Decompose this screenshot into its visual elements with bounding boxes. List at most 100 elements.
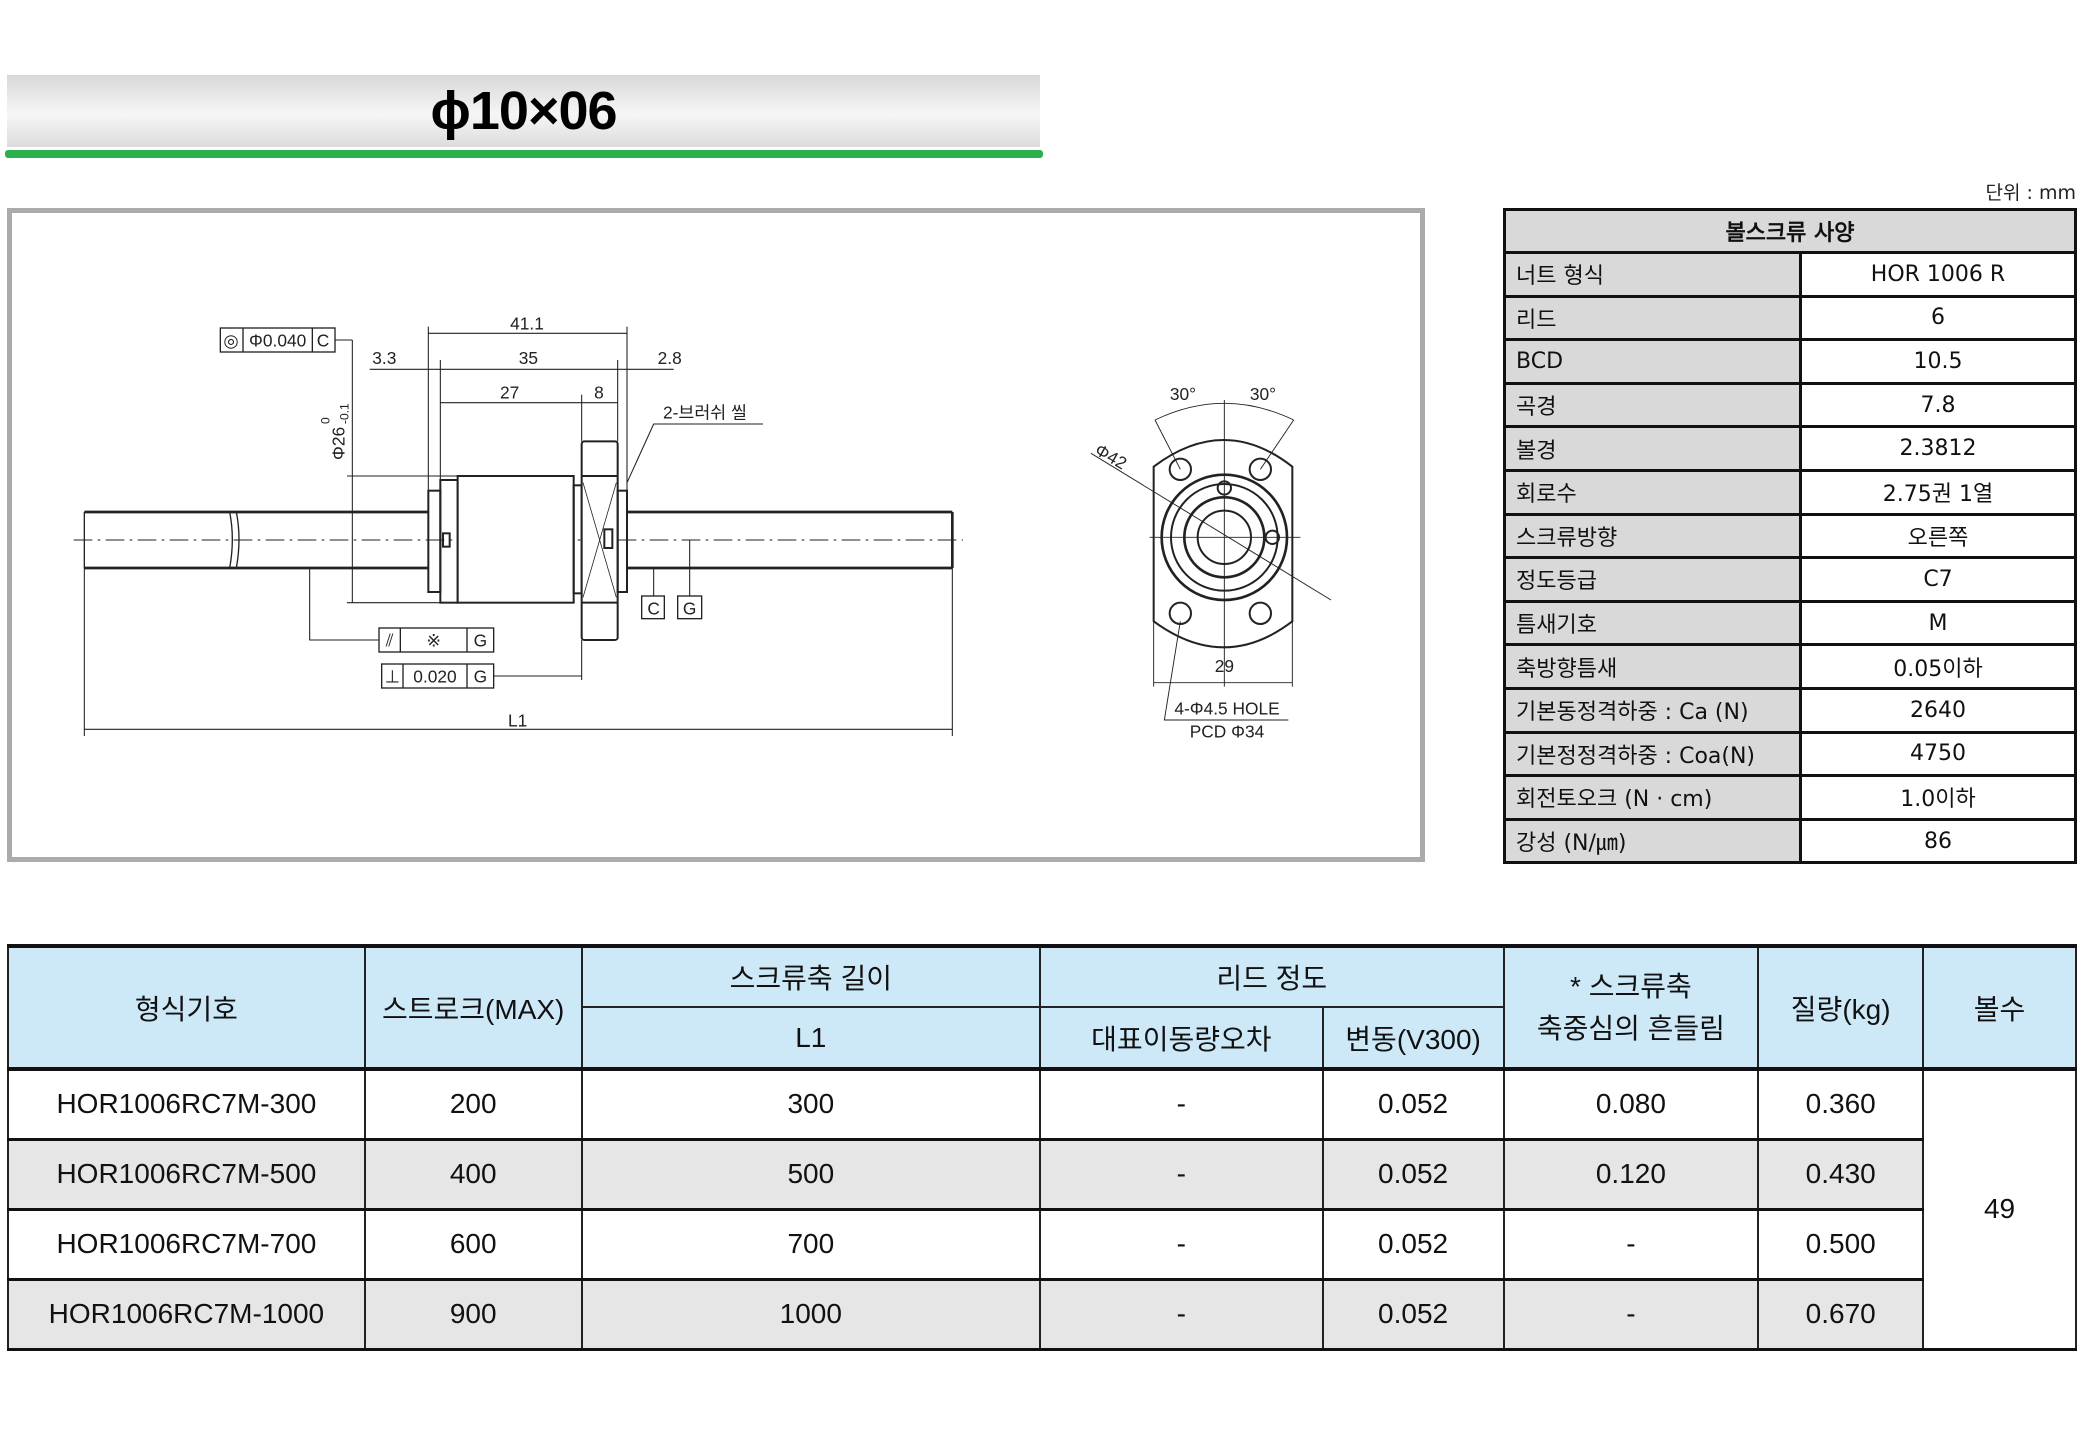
- spec-value: 오른쪽: [1799, 512, 2077, 560]
- cell-l1: 300: [580, 1068, 1042, 1141]
- spec-key: 회로수: [1503, 468, 1802, 516]
- header-model: 형식기호: [7, 944, 366, 1071]
- cell-runout: 0.120: [1502, 1138, 1760, 1211]
- cell-model: HOR1006RC7M-700: [7, 1208, 366, 1281]
- dim-2-8: 2.8: [658, 348, 682, 368]
- spec-key: 기본정정격하중 : Coa(N): [1503, 730, 1802, 778]
- spec-key: 기본동정격하중 : Ca (N): [1503, 686, 1802, 734]
- cell-model: HOR1006RC7M-300: [7, 1068, 366, 1141]
- spec-value: 86: [1799, 817, 2077, 865]
- spec-row: 기본정정격하중 : Coa(N)4750: [1503, 730, 2077, 778]
- dim-8: 8: [594, 383, 604, 403]
- spec-value: 6: [1799, 294, 2077, 342]
- spec-key: 회전토오크 (N · cm): [1503, 774, 1802, 821]
- spec-key: 볼경: [1503, 425, 1802, 472]
- cell-l1: 700: [580, 1208, 1042, 1281]
- gdt-boxes: [219, 327, 703, 689]
- dim-35: 35: [519, 348, 538, 368]
- cell-stroke: 600: [363, 1208, 583, 1281]
- ball-nut: [427, 440, 628, 641]
- dim-dia-26: Φ26: [328, 427, 348, 460]
- cell-model: HOR1006RC7M-1000: [7, 1278, 366, 1351]
- dim-l1: L1: [508, 711, 527, 731]
- header-bolts: 볼수: [1922, 944, 2077, 1071]
- dim-27: 27: [500, 383, 519, 403]
- spec-value: 2640: [1799, 686, 2077, 734]
- spec-key: 강성 (N/㎛): [1503, 817, 1802, 865]
- brush-seal-label: 2-브러쉬 씰: [663, 403, 747, 423]
- header-rep-error: 대표이동량오차: [1039, 1006, 1324, 1071]
- gdt-parallel-value: ※: [426, 631, 441, 651]
- spec-value: 4750: [1799, 730, 2077, 778]
- unit-label: 단위 : mm: [1985, 182, 2076, 204]
- drawing-frame: [7, 208, 1425, 862]
- spec-row: 회전토오크 (N · cm)1.0이하: [1503, 774, 2077, 821]
- spec-value: 2.3812: [1799, 425, 2077, 472]
- spec-key: 너트 형식: [1503, 251, 1802, 298]
- gdt-runout-value: Φ0.040: [249, 331, 306, 351]
- cell-model: HOR1006RC7M-500: [7, 1138, 366, 1211]
- spec-key: 곡경: [1503, 381, 1802, 429]
- spec-value: 7.8: [1799, 381, 2077, 429]
- gdt-runout-datum: C: [317, 331, 330, 351]
- nut-end-view: [1090, 400, 1332, 721]
- spec-value: HOR 1006 R: [1799, 251, 2077, 298]
- gdt-perp-datum: G: [474, 667, 487, 687]
- cell-bolts: 49: [1922, 1068, 2077, 1351]
- spec-key: 리드: [1503, 294, 1802, 342]
- pcd-spec: PCD Φ34: [1190, 721, 1265, 741]
- cell-rep: -: [1039, 1068, 1324, 1141]
- angle-left: 30°: [1170, 384, 1196, 404]
- spec-value: 10.5: [1799, 338, 2077, 385]
- cell-var: 0.052: [1321, 1278, 1505, 1351]
- cell-rep: -: [1039, 1278, 1324, 1351]
- title-bar: ϕ10×06: [7, 75, 1040, 147]
- datum-g: G: [683, 599, 696, 619]
- datum-c: C: [647, 599, 660, 619]
- gdt-perp-value: 0.020: [413, 667, 456, 687]
- cell-mass: 0.500: [1757, 1208, 1925, 1281]
- cell-mass: 0.430: [1757, 1138, 1925, 1211]
- cell-rep: -: [1039, 1208, 1324, 1281]
- header-runout-line1: * 스크류축: [1570, 970, 1692, 1002]
- header-stroke: 스트로크(MAX): [363, 944, 583, 1071]
- gdt-parallel-datum: G: [474, 631, 487, 651]
- page-title: ϕ10×06: [430, 81, 617, 141]
- header-l1: L1: [580, 1006, 1042, 1071]
- dim-41-1: 41.1: [510, 313, 544, 333]
- header-variation: 변동(V300): [1321, 1006, 1505, 1071]
- cell-runout: 0.080: [1502, 1068, 1760, 1141]
- screw-shaft: [73, 510, 963, 570]
- cell-stroke: 200: [363, 1068, 583, 1141]
- spec-value: 2.75권 1열: [1799, 468, 2077, 516]
- angle-right: 30°: [1250, 384, 1276, 404]
- spec-row: 강성 (N/㎛)86: [1503, 817, 2077, 865]
- spec-key: 스크류방향: [1503, 512, 1802, 560]
- cell-var: 0.052: [1321, 1068, 1505, 1141]
- cell-mass: 0.670: [1757, 1278, 1925, 1351]
- cell-mass: 0.360: [1757, 1068, 1925, 1141]
- spec-value: C7: [1799, 556, 2077, 603]
- spec-row: 기본동정격하중 : Ca (N)2640: [1503, 686, 2077, 734]
- perpendicularity-icon: ⊥: [385, 667, 400, 687]
- spec-title: 볼스크류 사양: [1503, 208, 2077, 254]
- header-mass: 질량(kg): [1757, 944, 1925, 1071]
- spec-key: 틈새기호: [1503, 599, 1802, 647]
- spec-value: 0.05이하: [1799, 643, 2077, 690]
- cell-stroke: 900: [363, 1278, 583, 1351]
